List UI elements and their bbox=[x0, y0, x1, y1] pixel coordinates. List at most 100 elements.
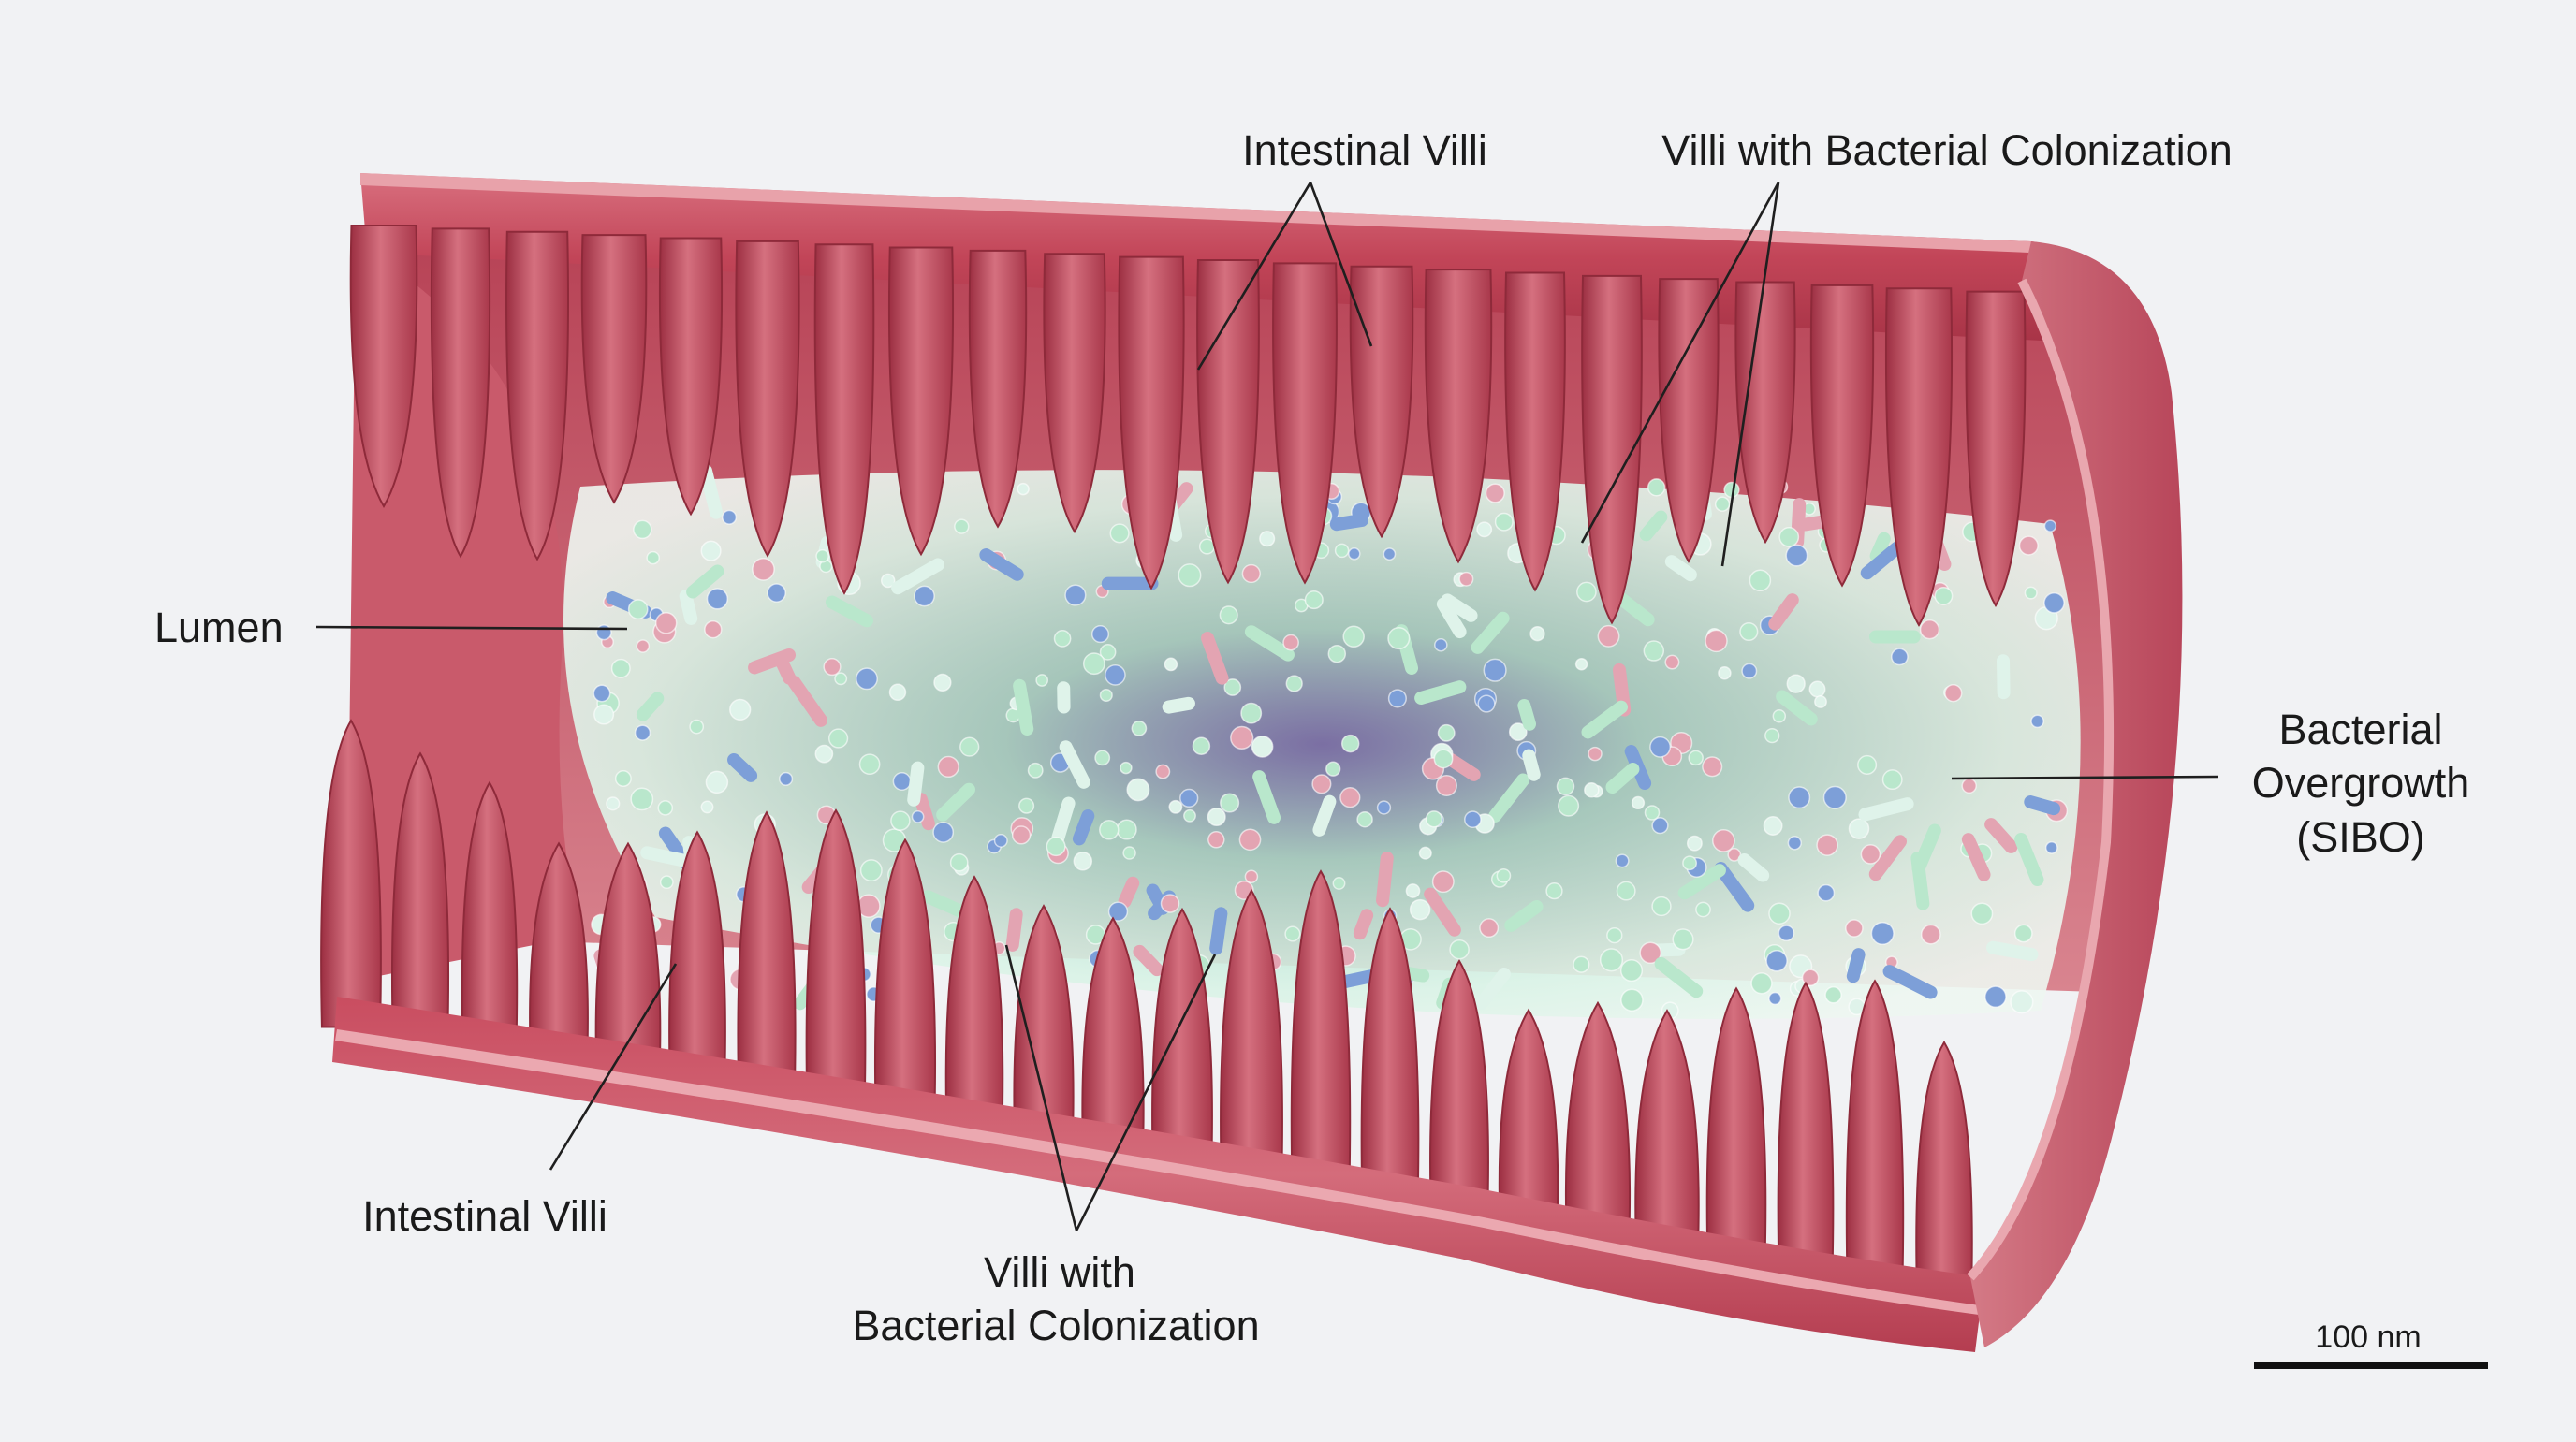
label-intestinal-villi-bottom: Intestinal Villi bbox=[362, 1192, 607, 1240]
villus-top bbox=[349, 225, 418, 509]
bacterium-coccus bbox=[1334, 543, 1350, 559]
bacterium-coccus bbox=[1107, 901, 1129, 922]
bacterium-coccus bbox=[1584, 782, 1600, 798]
bacterium-coccus bbox=[1178, 563, 1202, 588]
villus-top bbox=[505, 230, 569, 561]
villus-top bbox=[1272, 262, 1338, 585]
leader-lines bbox=[315, 182, 2219, 1231]
bacterium-coccus bbox=[1285, 675, 1303, 692]
bacterium-coccus bbox=[1240, 702, 1263, 724]
bacterium-coccus bbox=[1718, 666, 1732, 680]
bacterium-coccus bbox=[595, 624, 612, 641]
bacterium-coccus bbox=[856, 667, 878, 691]
villus-top bbox=[1884, 287, 1954, 627]
bacterium-rod bbox=[1868, 835, 1908, 881]
bacterium-coccus bbox=[1686, 835, 1703, 852]
bacterium-coccus bbox=[1739, 621, 1759, 642]
bacterium-coccus bbox=[1284, 925, 1301, 942]
bacterium-coccus bbox=[1220, 793, 1240, 813]
bacterium-rod bbox=[1424, 887, 1461, 937]
right-cut-face-inner-rim bbox=[1967, 278, 2115, 1281]
villus-top bbox=[1196, 259, 1260, 585]
bacterium-coccus bbox=[1073, 852, 1093, 871]
bacterium-coccus bbox=[1944, 684, 1963, 703]
bacterium-rod bbox=[1961, 833, 1991, 881]
bacterium-coccus bbox=[1483, 658, 1507, 682]
villus-bottom bbox=[1845, 979, 1905, 1288]
bacterium-coccus bbox=[823, 658, 842, 677]
bacterium-coccus bbox=[1342, 625, 1365, 648]
bacterium-coccus bbox=[1768, 902, 1791, 925]
bacterium-coccus bbox=[2018, 535, 2039, 556]
bacterium-coccus bbox=[1219, 605, 1238, 625]
bacterium-coccus bbox=[1785, 544, 1808, 567]
bacterium-coccus bbox=[1764, 727, 1780, 744]
bacterium-coccus bbox=[1651, 896, 1672, 917]
bacterium-coccus bbox=[1620, 988, 1644, 1012]
bacterium-coccus bbox=[1387, 689, 1407, 708]
bacterium-rod bbox=[787, 676, 828, 727]
bacterium-coccus bbox=[1599, 948, 1624, 972]
label-sibo-line1: Bacterial bbox=[2278, 706, 2442, 753]
bacterium-coccus bbox=[1664, 654, 1680, 670]
bacterium-rod bbox=[1059, 740, 1090, 789]
bacterium-coccus bbox=[1860, 844, 1881, 865]
bacterium-coccus bbox=[1588, 746, 1603, 762]
bacterium-rod bbox=[1522, 749, 1541, 781]
bacterium-coccus bbox=[1437, 723, 1456, 742]
bacterium-coccus bbox=[1339, 787, 1361, 808]
bacterium-coccus bbox=[1920, 924, 1941, 945]
bacterium-coccus bbox=[2043, 591, 2065, 614]
bacterium-coccus bbox=[1639, 941, 1661, 965]
bacterium-rod bbox=[1654, 956, 1704, 998]
bacterium-coccus bbox=[1332, 877, 1346, 890]
bacterium-rod bbox=[1984, 818, 2018, 853]
bacterium-coccus bbox=[1494, 512, 1514, 532]
bacterium-coccus bbox=[1230, 725, 1254, 750]
bacterium-coccus bbox=[1327, 644, 1347, 663]
bacterium-coccus bbox=[1259, 531, 1276, 547]
bacterium-rod bbox=[1997, 654, 2011, 700]
villus-top bbox=[1043, 253, 1106, 534]
bacterium-rod bbox=[1118, 876, 1140, 909]
bacterium-coccus bbox=[1099, 644, 1117, 661]
bacterium-rod bbox=[1639, 510, 1668, 542]
bacterium-coccus bbox=[2024, 586, 2038, 600]
bacterium-rod bbox=[1677, 864, 1726, 900]
bacterium-coccus bbox=[646, 550, 660, 565]
villus-top bbox=[1809, 284, 1875, 588]
bacterium-coccus bbox=[1530, 626, 1545, 642]
bacterium-coccus bbox=[1387, 627, 1411, 650]
bacterium-coccus bbox=[1464, 810, 1482, 829]
bacterium-rod bbox=[1252, 770, 1281, 824]
bacterium-coccus bbox=[1961, 778, 1977, 794]
bacterium-coccus bbox=[1576, 581, 1597, 603]
bacterium-coccus bbox=[2030, 714, 2044, 729]
bacterium-rod bbox=[1882, 965, 1938, 999]
bacterium-coccus bbox=[610, 658, 631, 678]
bacterium-coccus bbox=[1116, 819, 1137, 840]
bacterium-coccus bbox=[1476, 521, 1493, 538]
bacterium-coccus bbox=[2044, 841, 2058, 854]
bacterium-coccus bbox=[1768, 991, 1782, 1006]
bacterium-coccus bbox=[1099, 820, 1120, 840]
bacterium-coccus bbox=[2010, 990, 2034, 1014]
bacterium-rod bbox=[1162, 696, 1195, 714]
bacterium-coccus bbox=[1787, 836, 1802, 851]
bacterium-coccus bbox=[993, 833, 1008, 848]
bacterium-coccus bbox=[888, 683, 907, 702]
bacterium-rod bbox=[727, 753, 758, 782]
bacterium-coccus bbox=[1018, 797, 1035, 814]
bacterium-coccus bbox=[614, 770, 632, 787]
bacterium-coccus bbox=[1647, 478, 1666, 497]
bacterium-coccus bbox=[1094, 750, 1111, 766]
bacterium-coccus bbox=[1644, 805, 1661, 821]
bacterium-rod bbox=[1414, 680, 1467, 705]
bacterium-coccus bbox=[1712, 829, 1735, 852]
villus-bottom bbox=[1429, 959, 1489, 1216]
bacterium-rod bbox=[979, 548, 1024, 581]
bacterium-coccus bbox=[1606, 926, 1623, 944]
bacterium-rod bbox=[1911, 823, 1941, 876]
bacterium-coccus bbox=[1508, 722, 1528, 741]
